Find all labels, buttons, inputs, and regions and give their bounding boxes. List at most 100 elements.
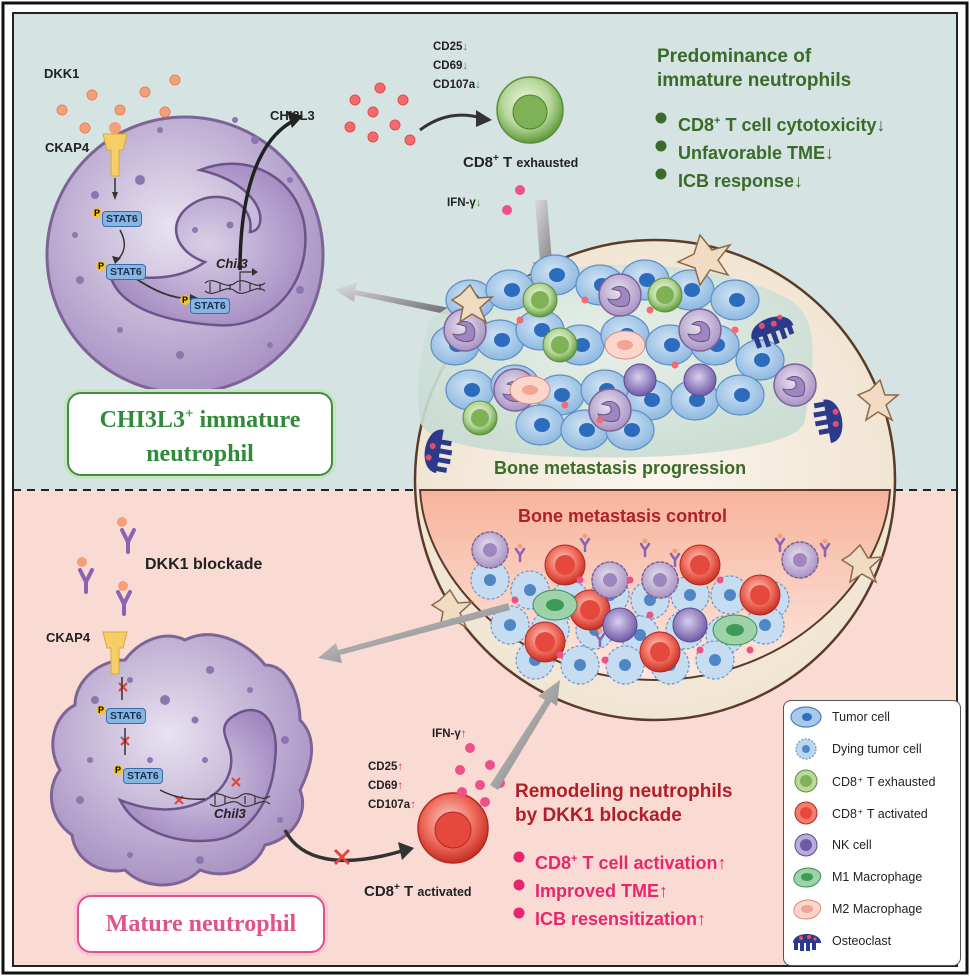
legend-item-cd8-exhausted: CD8⁺ T exhausted xyxy=(790,768,935,794)
m2-macrophage xyxy=(509,375,551,405)
cd8-t-exhausted-cell-top xyxy=(496,76,564,144)
tumor-cell-icon xyxy=(790,706,822,728)
mature-neutrophil-cell xyxy=(49,633,314,887)
cd8-activated-label: CD8+ T activated xyxy=(364,882,472,900)
marker-cd25-bottom: CD25↑ xyxy=(368,761,404,773)
ifn-gamma-top: IFN-γ↓ xyxy=(447,197,482,209)
legend-item-m1-macrophage: M1 Macrophage xyxy=(790,864,922,890)
cd8-t-exhausted-cell xyxy=(542,327,578,363)
ifn-gamma-dot xyxy=(576,576,584,584)
immature-neutrophil-small xyxy=(443,308,487,352)
nk-cell-icon xyxy=(794,833,818,857)
osteoclast-icon xyxy=(793,934,821,951)
cd8-t-exhausted-cell xyxy=(647,277,683,313)
cd8-t-activated-cell-bottom xyxy=(417,792,489,864)
immature-neutrophil-cell xyxy=(45,115,325,395)
chi3l3-dot xyxy=(581,296,589,304)
ifn-gamma-dot xyxy=(746,646,754,654)
bone-metastasis-progression-label: Bone metastasis progression xyxy=(494,458,747,478)
arrow-to-neutrophil-bottom xyxy=(318,603,510,663)
chi3l3-label: CHI3L3 xyxy=(270,108,315,123)
dkk1-blockade-label: DKK1 blockade xyxy=(145,556,263,573)
antibody xyxy=(579,533,591,553)
m2-macrophage-icon xyxy=(793,899,822,920)
ifn-gamma-dot xyxy=(556,651,564,659)
tumor-cell xyxy=(715,374,765,416)
mature-neutrophil-small xyxy=(591,561,629,599)
dying-tumor-cell xyxy=(560,645,600,685)
dkk1-label: DKK1 xyxy=(44,66,80,81)
top-bullet-3: ICB response↓ xyxy=(678,171,804,191)
nk-cell xyxy=(683,363,717,397)
marker-cd107a-top: CD107a↓ xyxy=(433,79,481,91)
chi3l3-dot xyxy=(731,326,739,334)
ifn-gamma-dot xyxy=(626,576,634,584)
mature-neutrophil-box: Mature neutrophil xyxy=(77,895,325,953)
ckap4-label-bottom: CKAP4 xyxy=(46,630,91,645)
dying-tumor-cell xyxy=(490,605,530,645)
legend-item-cd8-activated: CD8⁺ T activated xyxy=(790,800,928,826)
markers-top: CD25↓ CD69↓ CD107a↓ xyxy=(433,38,481,95)
ckap4-label-top: CKAP4 xyxy=(45,140,90,155)
cd8-t-activated-cell xyxy=(739,574,781,616)
chi3l3-dot xyxy=(646,306,654,314)
dying-tumor-cell xyxy=(670,575,710,615)
bottom-summary-title: Remodeling neutrophils by DKK1 blockade xyxy=(515,781,733,826)
bottom-summary-bullets: CD8+ T cell activation↑ Improved TME↑ IC… xyxy=(535,845,727,933)
top-bullets xyxy=(655,112,667,180)
dkk1-ligands-bottom xyxy=(77,517,128,591)
bone-metastasis-control-label: Bone metastasis control xyxy=(518,506,728,526)
tumor-cell xyxy=(735,339,785,381)
chil3-dna-top xyxy=(204,271,266,294)
legend-item-osteoclast: Osteoclast xyxy=(790,928,891,954)
top-bullet-2: Unfavorable TME↓ xyxy=(678,143,835,163)
m1-macrophage-icon xyxy=(793,867,822,888)
chi3l3-particles xyxy=(344,82,416,146)
legend-item-dying-tumor-cell: Dying tumor cell xyxy=(790,736,922,762)
chil3-label-bottom: Chil3 xyxy=(214,806,246,821)
antibody xyxy=(639,538,651,558)
dying-tumor-cell xyxy=(470,560,510,600)
top-summary-bullets: CD8+ T cell cytotoxicity↓ Unfavorable TM… xyxy=(678,107,886,195)
legend-item-nk-cell: NK cell xyxy=(790,832,872,858)
arrow-to-neutrophil-top xyxy=(335,282,450,315)
mature-neutrophil-small xyxy=(781,541,819,579)
cd8-exhausted-label: CD8+ T exhausted xyxy=(463,153,579,171)
marker-cd107a-bottom: CD107a↑ xyxy=(368,799,416,811)
chi3l3-dot xyxy=(561,401,569,409)
ckap4-receptor-bottom xyxy=(102,631,128,675)
ifn-gamma-dot xyxy=(696,646,704,654)
markers-bottom: CD25↑ CD69↑ CD107a↑ xyxy=(368,758,416,815)
tumor-cell xyxy=(515,404,565,446)
tumor-cell xyxy=(710,279,760,321)
ifn-gamma-particles-top xyxy=(502,185,525,215)
ifn-gamma-bottom: IFN-γ↑ xyxy=(432,728,467,740)
osteocytes xyxy=(430,233,901,629)
cd8-t-exhausted-cell xyxy=(522,282,558,318)
tumor-cells-progression xyxy=(430,254,817,451)
legend-item-tumor-cell: Tumor cell xyxy=(790,704,890,730)
ifn-gamma-dot xyxy=(601,656,609,664)
immature-neutrophil-small xyxy=(678,308,722,352)
chi3l3-dot xyxy=(671,361,679,369)
ifn-gamma-dot xyxy=(511,596,519,604)
nk-cell xyxy=(623,363,657,397)
ifn-gamma-dot xyxy=(716,576,724,584)
immature-neutrophil-small xyxy=(598,273,642,317)
m2-macrophage xyxy=(604,330,646,360)
cd8-activated-icon xyxy=(794,801,818,825)
dying-tumor-cell xyxy=(695,640,735,680)
top-summary-title: Predominance of immature neutrophils xyxy=(657,46,852,91)
mature-neutrophil-small xyxy=(471,531,509,569)
bottom-bullet-2: Improved TME↑ xyxy=(535,881,669,901)
marker-cd69-top: CD69↓ xyxy=(433,60,469,72)
dkk1-antibodies xyxy=(78,528,136,616)
antibody xyxy=(774,533,786,553)
cd8-exhausted-icon xyxy=(794,769,818,793)
antibody xyxy=(514,543,526,563)
marker-cd25-top: CD25↓ xyxy=(433,41,469,53)
